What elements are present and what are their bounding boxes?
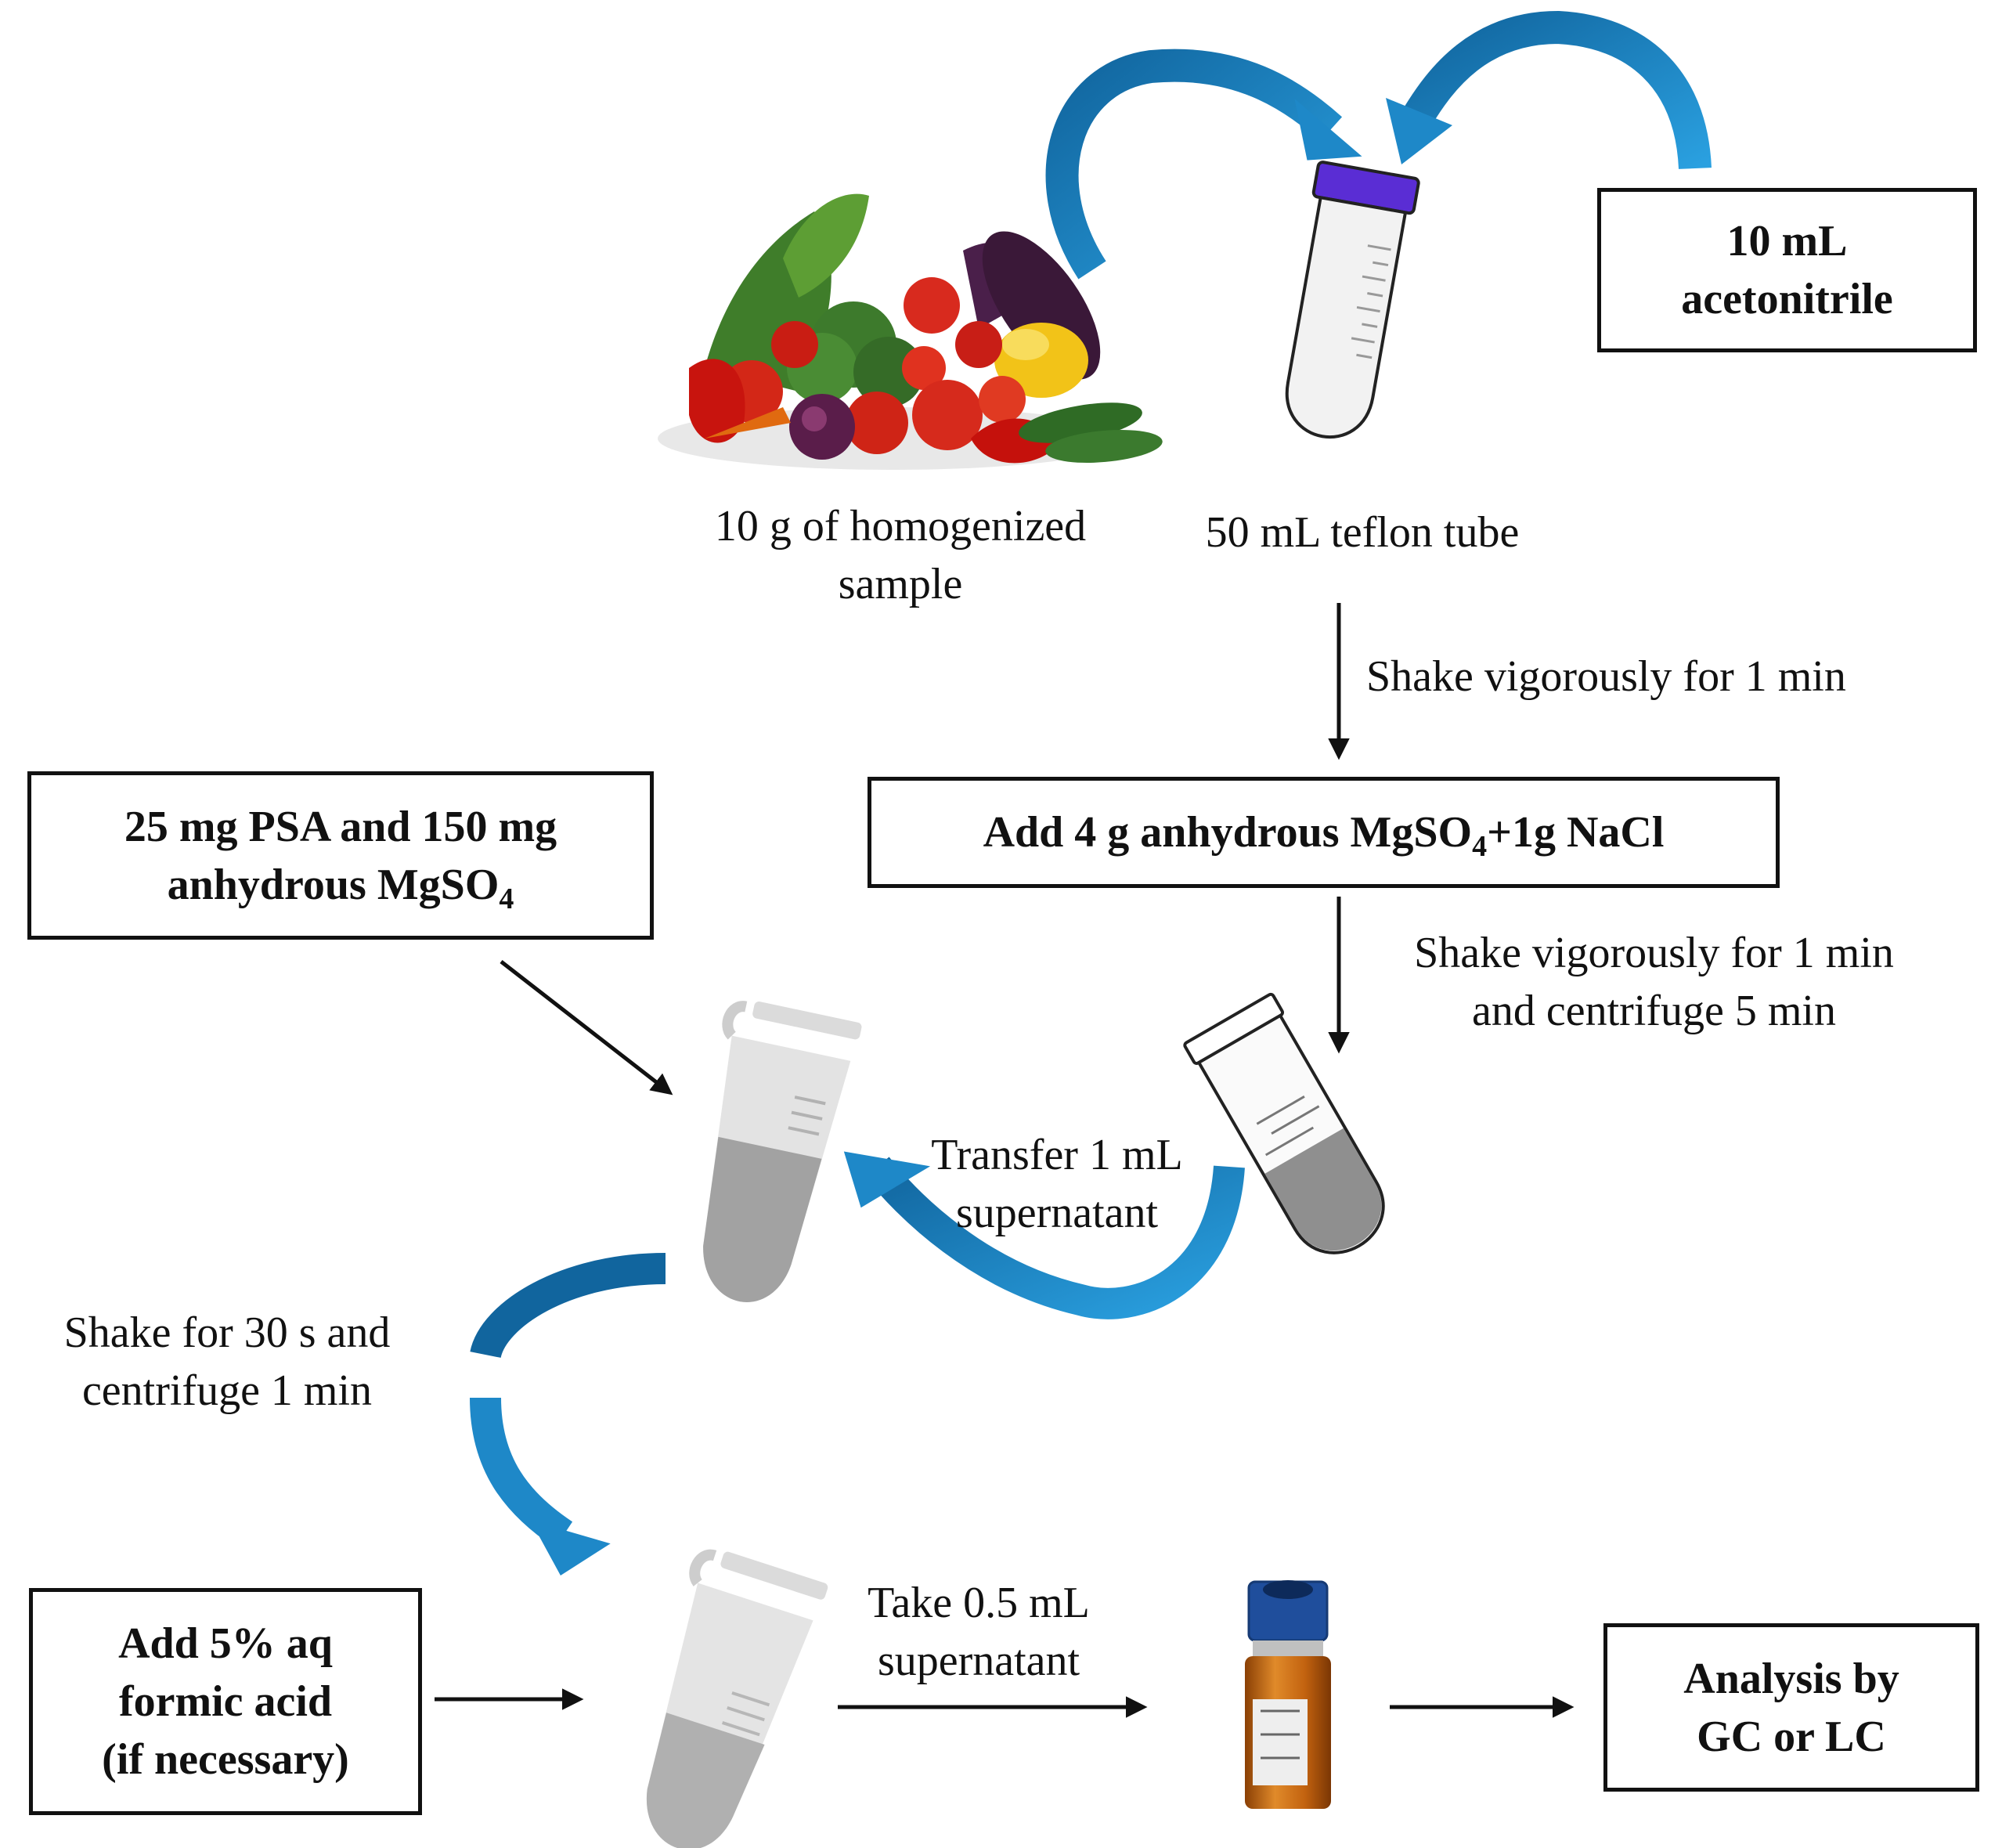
label-sample: 10 g of homogenized sample (714, 502, 1087, 608)
label-teflon-tube: 50 mL teflon tube (1205, 508, 1520, 557)
box-psa-mgso4: 25 mg PSA and 150 mg anhydrous MgSO4 (27, 771, 654, 940)
analysis-line-1: Analysis by (1683, 1654, 1899, 1703)
label-shake-1: Shake vigorously for 1 min (1366, 652, 1846, 701)
centrifuge-tube (1183, 992, 1385, 1254)
box-analysis: Analysis by GC or LC (1603, 1623, 1979, 1792)
eppendorf-tube-2 (646, 1549, 828, 1848)
blue-arrow-transfer-supernatant (843, 1151, 1245, 1319)
salts-text: Add 4 g anhydrous MgSO4+1g NaCl (983, 808, 1665, 863)
label-transfer: Transfer 1 mL supernatant (931, 1131, 1183, 1237)
vegetables-illustration (658, 193, 1163, 470)
acetonitrile-reagent: acetonitrile (1681, 275, 1893, 323)
teflon-tube-50ml (1285, 161, 1420, 439)
sample-vial (1245, 1580, 1331, 1809)
eppendorf-tube-1 (703, 1001, 862, 1302)
acetonitrile-volume: 10 mL (1726, 217, 1848, 265)
blue-arrow-acetonitrile-to-tube (1386, 10, 1712, 170)
label-shake-2: Shake vigorously for 1 min and centrifug… (1414, 929, 1894, 1035)
box-acetonitrile: 10 mL acetonitrile (1597, 188, 1977, 352)
psa-line-1: 25 mg PSA and 150 mg (124, 802, 557, 851)
arrow-psa-to-tube (500, 960, 673, 1095)
label-take: Take 0.5 mL supernatant (868, 1579, 1090, 1685)
formic-line-3: (if necessary) (102, 1735, 349, 1784)
box-formic-acid: Add 5% aq formic acid (if necessary) (29, 1588, 422, 1815)
formic-line-2: formic acid (118, 1677, 333, 1726)
formic-line-1: Add 5% aq (118, 1619, 333, 1668)
box-add-salts: Add 4 g anhydrous MgSO4+1g NaCl (868, 777, 1780, 888)
analysis-line-2: GC or LC (1697, 1712, 1886, 1761)
blue-arrow-shake-centrifuge (470, 1253, 666, 1575)
psa-line-2: anhydrous MgSO4 (167, 860, 514, 915)
label-shake-3: Shake for 30 s and centrifuge 1 min (63, 1308, 391, 1415)
blue-arrow-sample-to-tube (1045, 49, 1362, 280)
